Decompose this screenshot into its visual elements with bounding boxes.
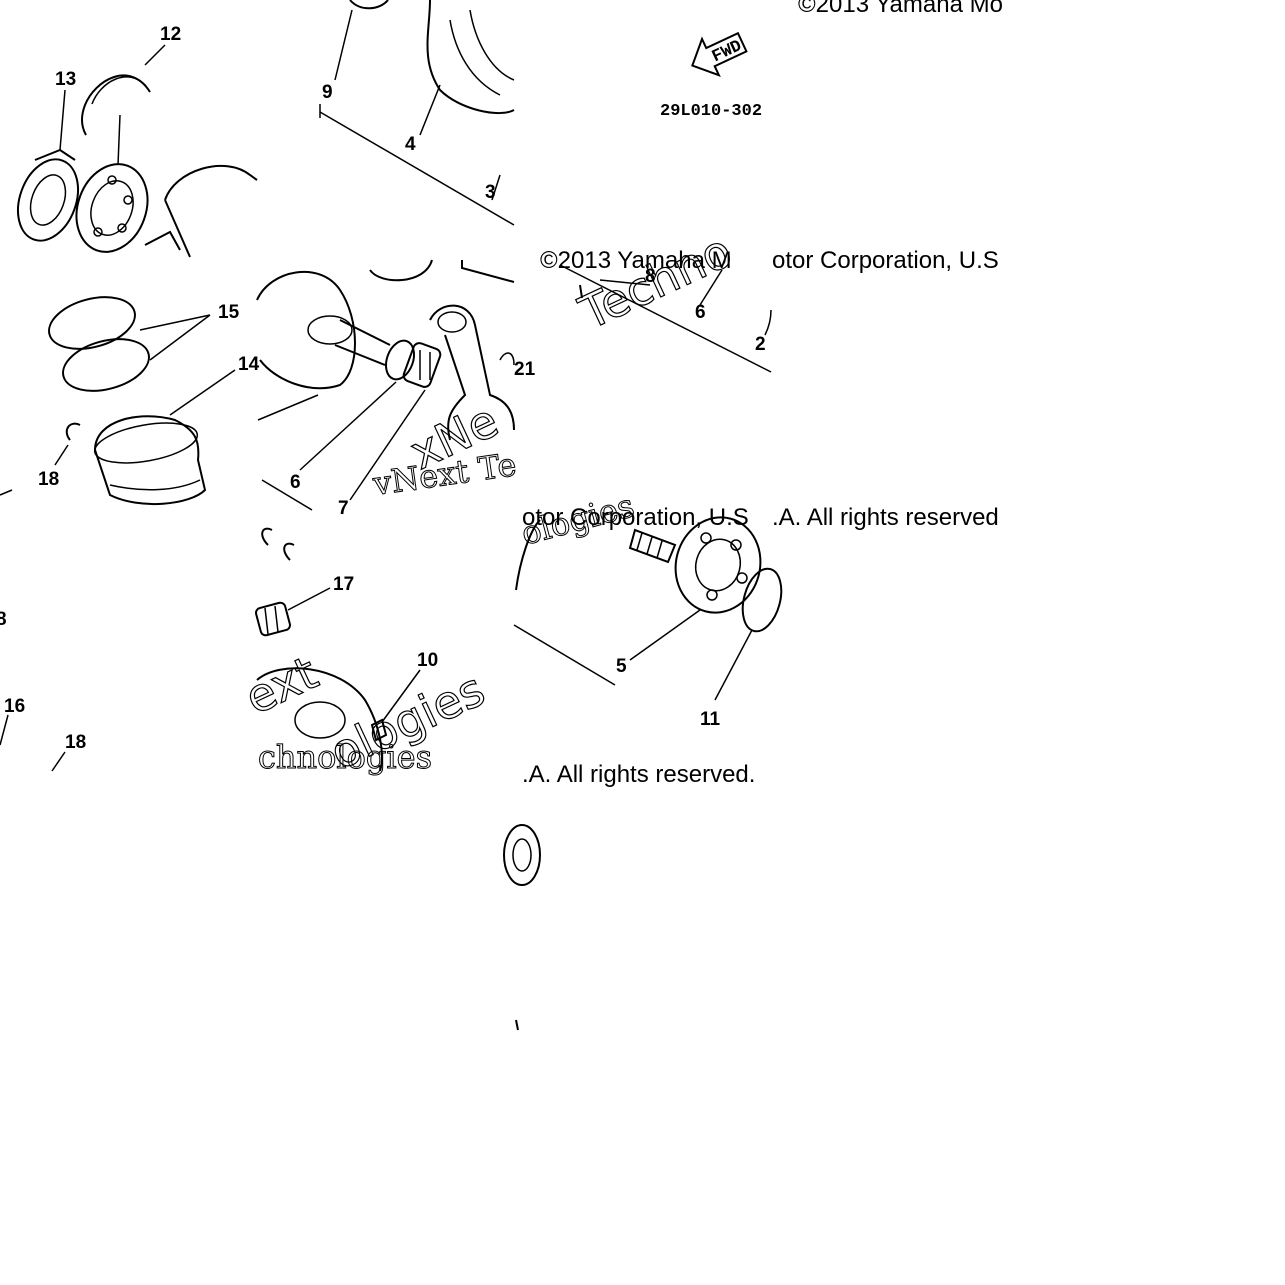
needle-bearing-7 [402,342,442,388]
piston-ring-upper [48,296,136,350]
callout-14: 14 [238,354,260,375]
connecting-rod [429,304,515,441]
callout-18b: 18 [65,732,86,753]
piston-14 [93,415,207,505]
tile-k: 5 11 ologies otor Corporation, U.S [513,486,783,730]
tile-i: 8 16 18 [0,609,86,772]
callout-17: 17 [333,574,354,595]
callout-5: 5 [616,656,627,677]
tile-b: 9 4 3 [319,0,515,226]
tile-g: 8 6 2 Techno ©2013 Yamaha M [540,223,772,373]
callout-13: 13 [55,69,76,90]
fwd-label: FWD [709,37,745,67]
crank-web-lower [256,667,383,772]
callout-9: 9 [322,82,333,103]
crank-shaft-thread [628,528,677,564]
watermark-ext: ext [237,645,326,725]
copyright-mid-clip: ©2013 Yamaha M [540,247,732,274]
copyright-lower-clip: otor Corporation, U.S [522,504,749,531]
callout-8b: 8 [0,609,7,630]
watermark-technologies: chnologies [258,738,432,776]
callout-4: 4 [405,134,416,155]
seal-fragment [503,824,541,886]
crank-web-mid [256,271,356,390]
copyright-bottom: .A. All rights reserved. [522,761,755,788]
washer-6 [384,339,416,381]
callout-3: 3 [485,182,496,203]
callout-15: 15 [218,302,240,323]
tile-j: 17 10 ext ologies chnologies [236,527,493,781]
callout-6b: 6 [695,302,706,323]
tile-h: otor Corporation, U.S [772,247,999,274]
callout-21: 21 [514,359,536,380]
callout-10: 10 [417,650,438,671]
callout-11: 11 [700,709,721,730]
tile-a: 12 13 [17,24,258,258]
bearing-a [75,163,149,253]
callout-18a: 18 [38,469,59,490]
tile-f: 6 7 21 vNext Te xNe [256,259,536,519]
diagram-code: 29L010-302 [660,102,762,121]
tile-m: .A. All rights reserved. [503,761,755,1031]
fwd-arrow-icon: FWD [691,31,748,78]
tile-c: FWD 29L010-302 [660,31,762,121]
copyright-mid: otor Corporation, U.S [772,247,999,274]
clip-ring-12 [81,74,151,136]
needle-bearing-17 [255,601,291,637]
tile-d: ©2013 Yamaha Mo [798,0,1003,18]
callout-6: 6 [290,472,301,493]
tile-l: .A. All rights reserved [772,504,999,531]
piston-outline-top [164,165,258,258]
callout-2: 2 [755,334,766,355]
piston-ring-lower [62,338,150,392]
callout-12: 12 [160,24,181,45]
copyright-top: ©2013 Yamaha Mo [798,0,1003,18]
bearing-5 [674,516,762,614]
copyright-lower: .A. All rights reserved [772,504,999,531]
callout-8: 8 [645,266,656,287]
callout-16: 16 [4,696,25,717]
callout-7: 7 [338,498,349,519]
crank-web-top [426,0,515,114]
oil-seal-11 [741,567,783,633]
tile-e: 15 14 18 [0,296,260,505]
watermark-techno: Techno [571,223,740,340]
oil-seal-13 [17,158,79,242]
